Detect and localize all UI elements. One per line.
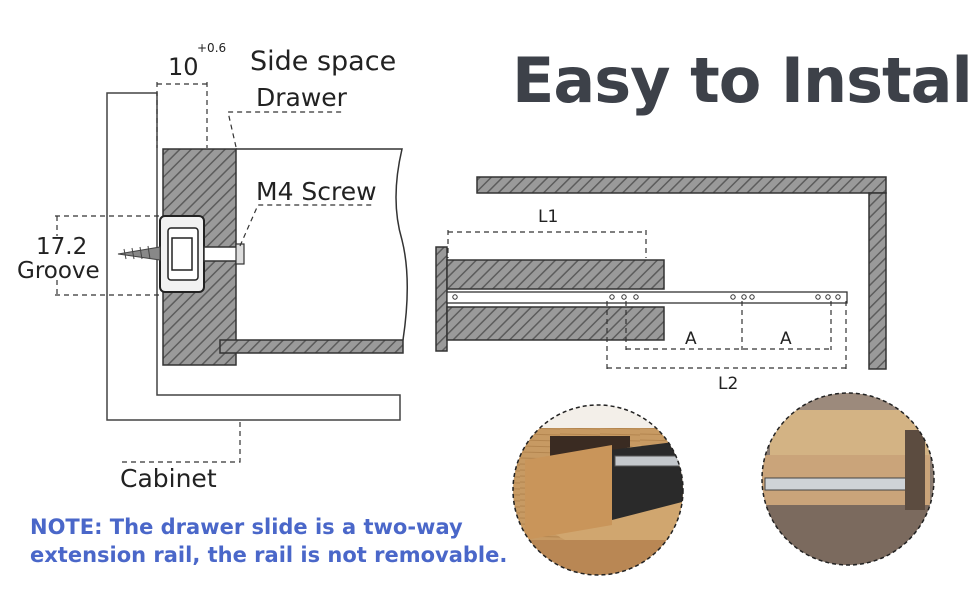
- drawer-box-outline: [236, 148, 409, 341]
- drawer-upper-panel: [446, 259, 665, 290]
- label-a-right: A: [780, 329, 792, 349]
- label-screw: M4 Screw: [256, 177, 377, 206]
- drawer-front: [435, 246, 448, 352]
- side-dimension-lines: [447, 230, 847, 370]
- slide-profile: [159, 215, 205, 293]
- photo-circle-right: [761, 392, 935, 566]
- screw-icon: [117, 243, 245, 265]
- label-l1: L1: [538, 207, 558, 227]
- label-width: 10: [168, 53, 199, 81]
- label-l2: L2: [718, 374, 738, 394]
- cross-section-drawing: [55, 82, 409, 463]
- dimension-lines: [55, 82, 373, 463]
- label-cabinet: Cabinet: [120, 464, 217, 493]
- installation-note: NOTE: The drawer slide is a two-way exte…: [30, 513, 507, 569]
- cabinet-top: [476, 176, 887, 194]
- label-side-space: Side space: [250, 46, 396, 77]
- label-tolerance: +0.6: [197, 41, 226, 55]
- page-title: Easy to Install: [512, 44, 970, 117]
- slide-rail: [446, 291, 848, 304]
- drawer-bottom: [219, 339, 404, 354]
- note-line-2: extension rail, the rail is not removabl…: [30, 543, 508, 567]
- rail-holes: [452, 294, 841, 300]
- cabinet-back: [868, 192, 887, 370]
- drawer-lower-panel: [446, 306, 665, 341]
- label-drawer: Drawer: [256, 83, 348, 112]
- note-line-1: NOTE: The drawer slide is a two-way: [30, 515, 463, 539]
- side-view-drawing: [435, 176, 887, 370]
- photo-circle-left: [512, 404, 684, 576]
- label-groove-value: 17.2: [36, 234, 87, 260]
- label-groove: Groove: [17, 258, 100, 284]
- label-a-left: A: [685, 329, 697, 349]
- photo-drawer-open-left: [513, 405, 683, 575]
